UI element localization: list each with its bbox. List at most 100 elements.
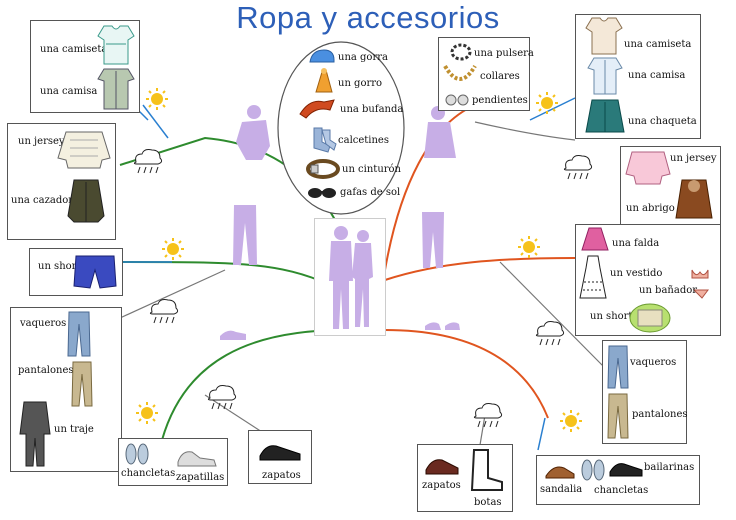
trousers-right-icon — [607, 393, 629, 439]
shoes-silhouette-icon — [425, 322, 460, 330]
earrings-icon — [445, 94, 469, 106]
ballet-flats-icon — [609, 463, 643, 477]
jersey-right-label: un jersey — [670, 153, 717, 164]
pink-sweater-icon — [625, 151, 671, 185]
accessory-calcetines-label: calcetines — [338, 135, 389, 146]
sweater-icon — [57, 131, 111, 169]
chancletas-left-label: chancletas — [121, 468, 176, 479]
sun-icon — [136, 402, 158, 424]
sun-icon — [146, 88, 168, 110]
cap-icon — [309, 49, 335, 63]
flip-flops-right-icon — [581, 459, 605, 481]
short-label: un short — [38, 261, 81, 272]
banador-label: un bañador — [639, 285, 698, 296]
rain-cloud-icon — [473, 403, 503, 428]
rain-cloud-icon — [535, 321, 565, 346]
camiseta-label: una camiseta — [40, 44, 108, 55]
sunglasses-icon — [308, 188, 336, 198]
pantalones-label: pantalones — [18, 365, 74, 376]
scarf-icon — [299, 99, 335, 119]
jeans-icon — [67, 311, 91, 357]
zapatos-mid-label: zapatos — [262, 470, 301, 481]
branch-upper-right — [384, 104, 476, 271]
pantalones-right-label: pantalones — [632, 409, 688, 420]
bottom-right-box — [536, 455, 700, 505]
belt-icon — [306, 159, 340, 179]
branch-sun-upper-left — [142, 104, 169, 139]
necklace-icon — [443, 64, 477, 81]
trousers-icon — [71, 361, 93, 407]
traje-label: un traje — [54, 424, 94, 435]
rain-cloud-icon — [133, 149, 163, 174]
sandalia-label: sandalia — [540, 484, 583, 495]
branch-gray-left — [119, 269, 226, 319]
sun-icon — [162, 238, 184, 260]
shirt-icon — [97, 68, 135, 110]
shoes-icon — [425, 459, 459, 475]
jeans-right-icon — [607, 345, 629, 389]
central-image — [314, 218, 386, 336]
bracelet-icon — [450, 43, 472, 61]
bottom-center-box — [417, 444, 513, 512]
flip-flops-icon — [125, 443, 149, 465]
woman-silhouette-icon — [424, 106, 456, 158]
falda-label: una falda — [612, 238, 660, 249]
shorts-right-icon — [629, 303, 671, 333]
socks-icon — [313, 127, 337, 153]
abrigo-label: un abrigo — [626, 203, 675, 214]
rain-cloud-icon — [207, 385, 237, 410]
sneakers-icon — [177, 451, 217, 467]
tshirt-icon — [97, 25, 135, 65]
botas-label: botas — [474, 497, 502, 508]
zapatos-center-label: zapatos — [422, 480, 461, 491]
skirt-icon — [581, 227, 609, 251]
bottom-mid-box — [248, 430, 312, 484]
suit-icon — [19, 401, 51, 467]
tshirt-right-icon — [585, 17, 623, 55]
sun-icon — [536, 92, 558, 114]
shorts-icon — [73, 255, 117, 289]
dress-icon — [579, 255, 607, 299]
chaqueta-label: una chaqueta — [628, 116, 697, 127]
jewelry-pendientes-label: pendientes — [472, 95, 528, 106]
trousers-silhouette-icon — [422, 212, 444, 268]
accessory-gafas-label: gafas de sol — [340, 187, 401, 198]
rain-cloud-icon — [563, 155, 593, 180]
cazadora-label: una cazadora — [11, 195, 79, 206]
vaqueros-right-label: vaqueros — [630, 357, 677, 368]
swimsuit-icon — [691, 269, 709, 299]
camisa-right-label: una camisa — [628, 70, 686, 81]
jewelry-pulsera-label: una pulsera — [474, 48, 534, 59]
vestido-label: un vestido — [610, 268, 663, 279]
jewelry-collares-label: collares — [480, 71, 520, 82]
accessory-gorra-label: una gorra — [338, 52, 388, 63]
branch-lower-right — [384, 329, 549, 419]
shirt-right-icon — [587, 57, 623, 95]
camiseta-right-label: una camiseta — [624, 39, 692, 50]
pants-silhouette-icon — [233, 205, 257, 265]
branch-middle-right — [384, 257, 576, 281]
accessory-bufanda-label: una bufanda — [340, 104, 404, 115]
sun-icon — [518, 236, 540, 258]
vaqueros-label: vaqueros — [20, 318, 67, 329]
jacket-right-icon — [585, 99, 625, 133]
zapatillas-label: zapatillas — [176, 472, 225, 483]
bailarinas-label: bailarinas — [644, 462, 695, 473]
camisa-label: una camisa — [40, 86, 98, 97]
people-silhouette-icon — [329, 226, 373, 329]
sun-icon — [560, 410, 582, 432]
short-right-label: un short — [590, 311, 633, 322]
boots-icon — [470, 449, 503, 491]
branch-lower-left — [161, 329, 346, 441]
beanie-icon — [315, 68, 333, 93]
jersey-label: un jersey — [18, 136, 65, 147]
page-title: Ropa y accesorios — [236, 0, 500, 35]
accessory-gorro-label: un gorro — [338, 78, 383, 89]
branch-middle-left — [121, 261, 331, 286]
coat-icon — [675, 179, 713, 219]
shoe-silhouette-icon — [220, 330, 246, 340]
jacket-icon — [67, 179, 105, 223]
dress-shoes-icon — [259, 445, 301, 461]
